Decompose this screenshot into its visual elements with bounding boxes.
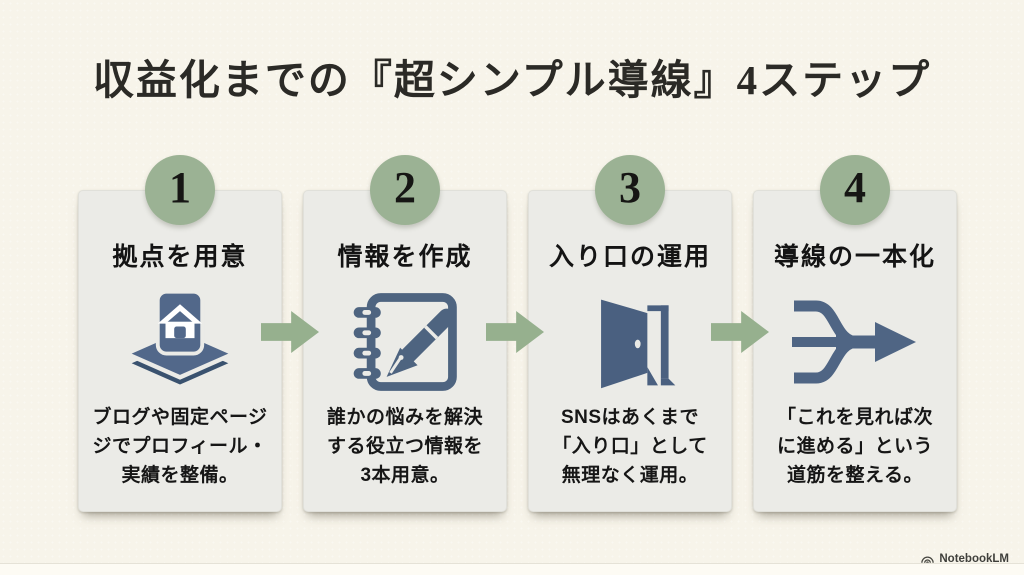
step-number: 2 bbox=[394, 163, 416, 212]
step-number: 1 bbox=[169, 163, 191, 212]
notebook-pen-icon bbox=[304, 281, 506, 403]
step-4-title: 導線の一本化 bbox=[773, 243, 936, 271]
watermark-label: NotebookLM bbox=[939, 553, 1009, 565]
step-card-2: 2 情報を作成 誰かの悩みを解決 する役立つ情報 bbox=[303, 155, 507, 512]
step-1-number-badge: 1 bbox=[145, 155, 215, 225]
step-2-description: 誰かの悩みを解決 する役立つ情報を 3本用意。 bbox=[326, 407, 483, 486]
step-2-title: 情報を作成 bbox=[337, 243, 473, 271]
step-4-number-badge: 4 bbox=[820, 155, 890, 225]
home-base-icon bbox=[79, 281, 281, 403]
step-1-description: ブログや固定ページ ジでプロフィール・ 実績を整備。 bbox=[92, 407, 268, 486]
slide-bottom-edge bbox=[0, 563, 1024, 575]
merge-arrows-icon bbox=[754, 281, 956, 403]
page-title: 収益化までの『超シンプル導線』4ステップ bbox=[92, 57, 932, 103]
step-1-title: 拠点を用意 bbox=[112, 243, 248, 271]
step-number: 4 bbox=[844, 163, 866, 212]
step-2-number-badge: 2 bbox=[370, 155, 440, 225]
watermark: NotebookLM bbox=[920, 553, 1009, 565]
step-number: 3 bbox=[619, 163, 641, 212]
step-4-description: 「これを見れば次 に進める」という 道筋を整える。 bbox=[776, 407, 933, 486]
step-3-number-badge: 3 bbox=[595, 155, 665, 225]
open-door-icon bbox=[529, 281, 731, 403]
step-card-3: 3 入り口の運用 SNSはあくまで 「入り口」として 無理なく運用。 bbox=[528, 155, 732, 512]
step-card-1: 1 拠点を用意 ブログや固定ページ ジでプロフィール・ 実績を整備。 bbox=[78, 155, 282, 512]
notebooklm-logo-icon bbox=[921, 556, 935, 563]
step-card-4: 4 導線の一本化 「これを見れば次 に進める」という 道筋を整える。 bbox=[753, 155, 957, 512]
step-3-description: SNSはあくまで 「入り口」として 無理なく運用。 bbox=[552, 407, 708, 486]
step-3-title: 入り口の運用 bbox=[548, 243, 711, 271]
